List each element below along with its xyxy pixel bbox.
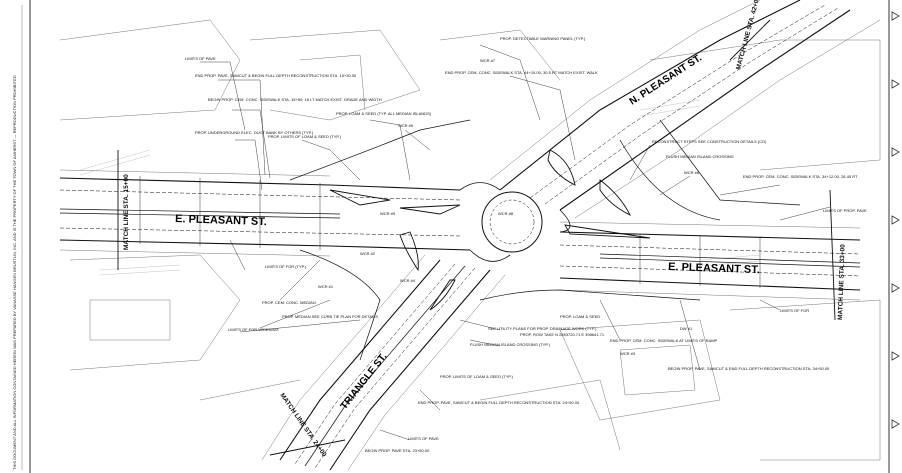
note-limits-pave-s: LIMITS OF PAVE (408, 436, 439, 441)
note-underground: PROP. UNDERGROUND ELEC. DUCT BANK BY OTH… (195, 130, 314, 135)
note-utility-plans: SEE UTILITY PLANS FOR PROP. DRAINAGE WOR… (488, 326, 597, 331)
parcel-linework (59, 19, 881, 461)
note-row-take-ramp: END PROP. CEM. CONC. SIDEWALK AT LIMITS … (610, 338, 718, 343)
note-row-take: PROP. ROW TAKE N 2893720.71 E 398641.71 (520, 332, 605, 337)
note-loam-seed-typ: PROP. LIMITS OF LOAM & SEED (TYP.) (268, 134, 342, 139)
parcel-hatching (79, 99, 761, 276)
note-limits-widening: LIMITS OF FOR WIDENING (228, 327, 279, 332)
curb-lines (289, 119, 801, 361)
note-wcr-1: WCR #1 (318, 284, 334, 289)
note-begin-sidewalk: BEGIN PROP. CEM. CONC. SIDEWALK STA. 15+… (208, 97, 382, 102)
note-flush-median-typ: FLUSH MEDIAN ISLAND CROSSING (TYP.) (470, 342, 551, 347)
svg-text:THIS DOCUMENT AND ALL INFORMAT: THIS DOCUMENT AND ALL INFORMATION CONTAI… (12, 75, 17, 470)
note-tactile: PROP. DETECTABLE WARNING PANEL (TYP.) (500, 36, 586, 41)
plan-notes: LIMITS OF PAVE END PROP. PAVE, SAWCUT & … (185, 36, 867, 453)
triangle-roadway (261, 254, 506, 471)
note-begin-pave-e: BEGIN PROP. PAVE, SAWCUT & END FULL DEPT… (668, 366, 830, 371)
note-reconstruct-steps: RECONSTRUCT STEPS SEE CONSTRUCTION DETAI… (652, 139, 767, 144)
match-line-east: MATCH LINE STA. 33+00 (837, 244, 847, 320)
station-ticks (139, 176, 761, 288)
note-limits-pave-nw: LIMITS OF PAVE (185, 56, 216, 61)
note-loam-seed-typ2: PROP. LIMITS OF LOAM & SEED (TYP.) (440, 374, 514, 379)
note-wcr-4: WCR #4 (400, 278, 416, 283)
note-wcr-6: WCR #6 (684, 170, 700, 175)
note-flush-median: FLUSH MEDIAN ISLAND CROSSING (666, 154, 734, 159)
note-dw-1: DW #1 (680, 326, 693, 331)
note-end-sidewalk-e: END PROP. CEM. CONC. SIDEWALK STA. 34+12… (743, 174, 858, 179)
note-wcr-8: WCR #8 (498, 211, 514, 216)
note-end-pave-s: END PROP. PAVE, SAWCUT & BEGIN FULL DEPT… (418, 400, 580, 405)
street-label-e-pleasant-east: E. PLEASANT ST. (668, 261, 760, 276)
n-pleasant-roadway (489, 0, 881, 219)
note-loam-seed-islands: PROP. LOAM & SEED (TYP. ALL MEDIAN ISLAN… (336, 111, 432, 116)
note-wcr-9: WCR #9 (380, 211, 396, 216)
note-cem-conc-median: PROP. CEM. CONC. MEDIAN (262, 300, 316, 305)
leader-lines (200, 44, 831, 441)
match-line-west: MATCH LINE STA. 15+00 (123, 174, 130, 250)
frame-tick-marks (891, 11, 900, 429)
note-limits-for-se: LIMITS OF FOR (780, 308, 809, 313)
note-wcr-5: WCR #5 (398, 123, 414, 128)
left-title-bar: THIS DOCUMENT AND ALL INFORMATION CONTAI… (12, 5, 23, 470)
note-median-sht: PROP. MEDIAN SEE CURB TIE PLAN FOR DETAI… (282, 314, 378, 319)
note-wcr-3: WCR #3 (620, 351, 636, 356)
note-loam-seed-s: PROP. LOAM & SEED (560, 314, 600, 319)
median-islands (329, 149, 651, 311)
note-wcr-7: WCR #7 (480, 58, 496, 63)
street-label-e-pleasant-west: E. PLEASANT ST. (175, 213, 267, 228)
note-limits-for-w: LIMITS OF FOR (TYP.) (265, 264, 307, 269)
note-limits-pave-e: LIMITS OF PROP. PAVE (823, 208, 867, 213)
note-begin-pave-s: BEGIN PROP. PAVE STA. 23+50.00 (365, 448, 430, 453)
intersection (459, 182, 571, 262)
note-end-full-depth: END PROP. PAVE, SAWCUT & BEGIN FULL DEPT… (195, 73, 357, 78)
note-wcr-2: WCR #2 (360, 251, 376, 256)
note-prop-sidewalk-n: END PROP. CEM. CONC. SIDEWALK STA. 44+10… (445, 70, 598, 75)
match-lines (117, 19, 836, 456)
